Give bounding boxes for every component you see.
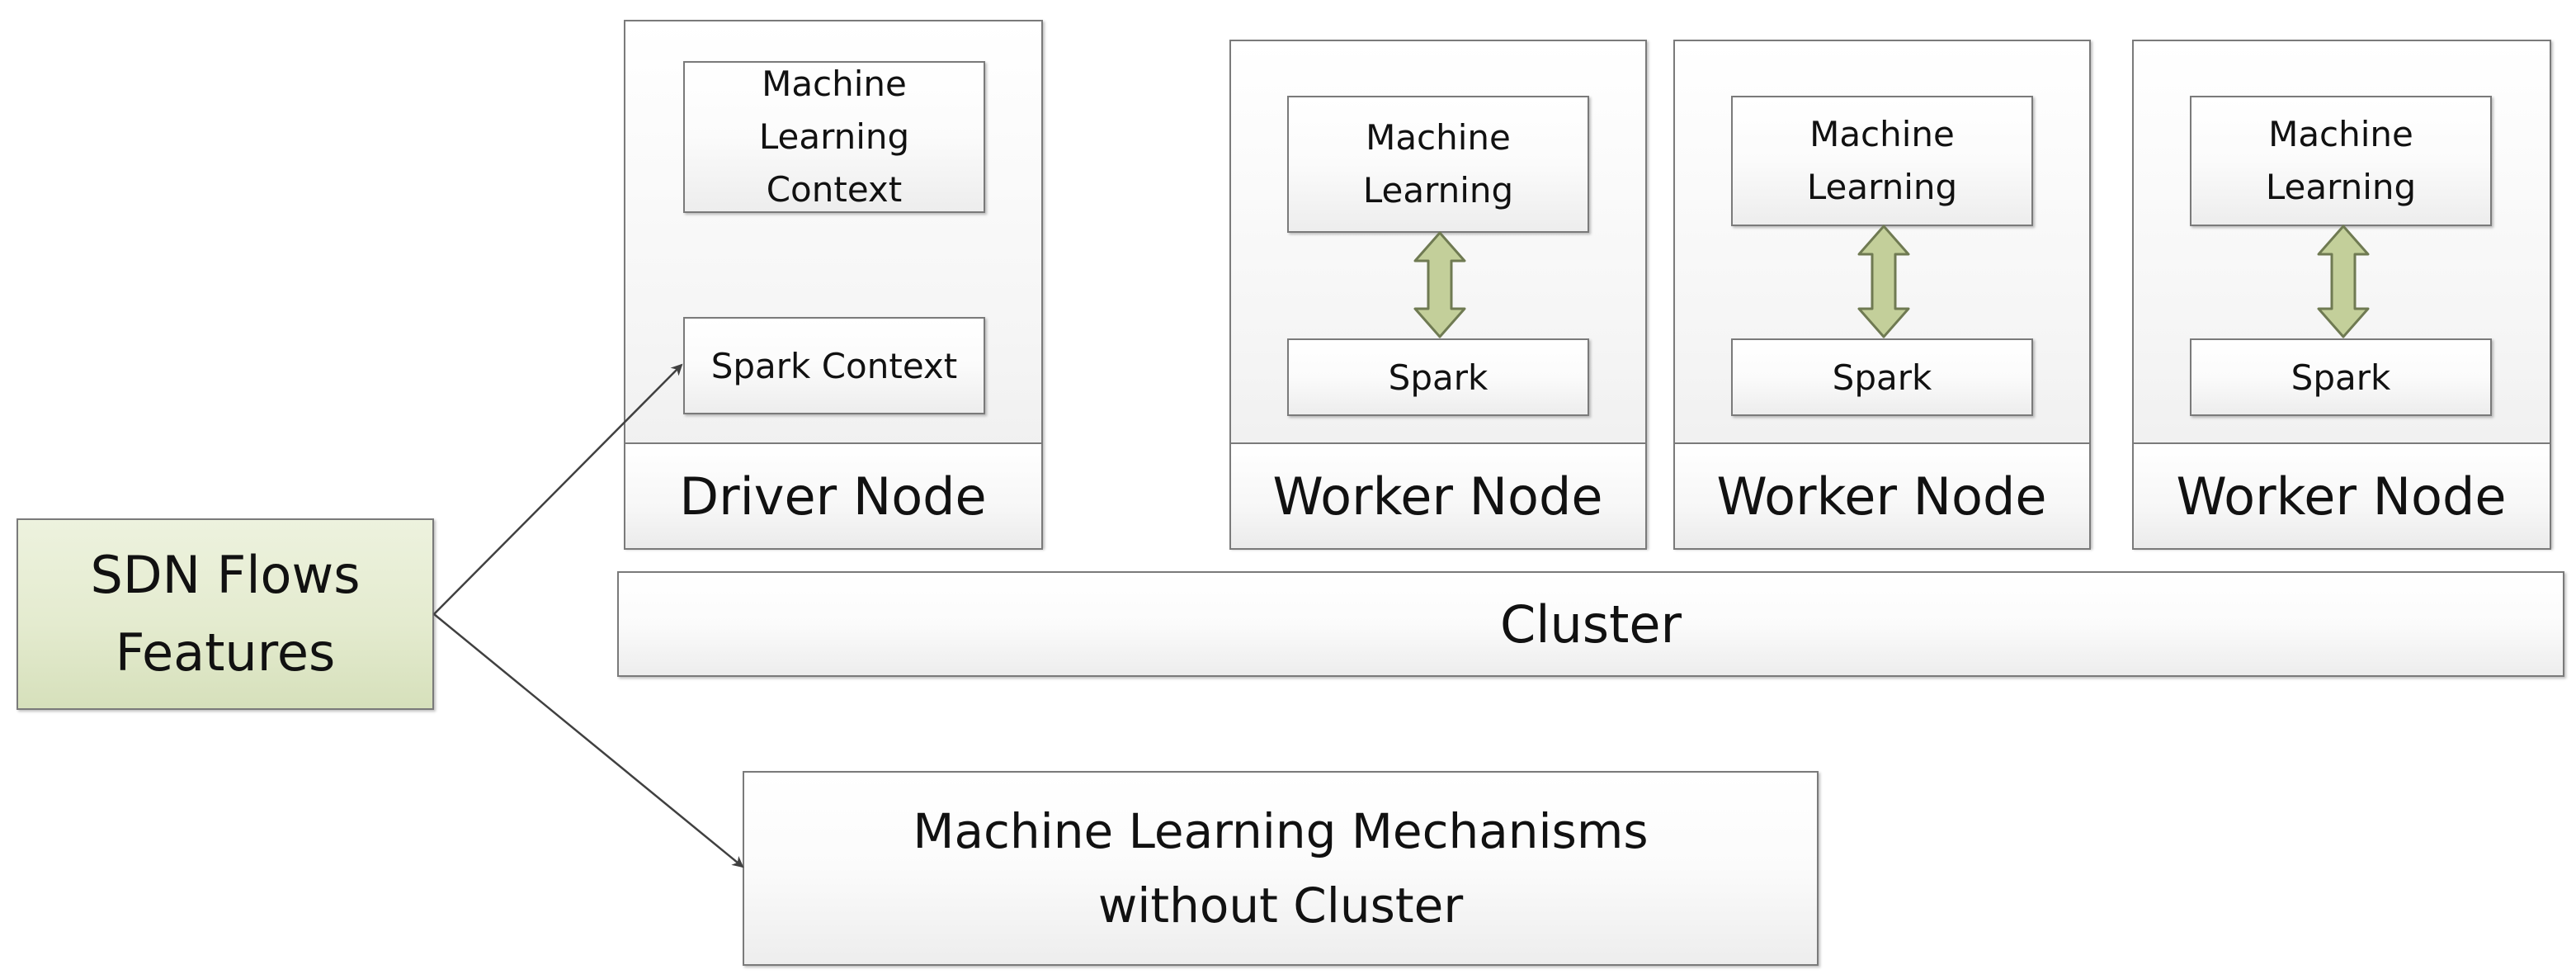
worker-3-ml-line2: Learning: [2265, 167, 2417, 207]
worker-node-2-title-text: Worker Node: [1716, 466, 2047, 527]
worker-3-spark-box: Spark: [2190, 338, 2492, 416]
sdn-flows-label-line2: Features: [115, 622, 336, 683]
sdn-flows-label-line1: SDN Flows: [90, 545, 361, 605]
worker-1-ml-line2: Learning: [1362, 170, 1514, 210]
driver-node-title-text: Driver Node: [679, 466, 987, 527]
driver-ml-context-line1: Machine: [762, 64, 907, 104]
cluster-bar: Cluster: [617, 571, 2564, 677]
worker-3-ml-line1: Machine: [2268, 114, 2413, 154]
driver-ml-context-line2: Learning: [758, 116, 910, 157]
ml-without-cluster-box: Machine Learning Mechanisms without Clus…: [743, 771, 1819, 966]
driver-ml-context-line3: Context: [766, 169, 903, 210]
worker-node-3-title: Worker Node: [2131, 442, 2551, 550]
worker-node-panel-1: Machine Learning Spark Worker Node: [1229, 40, 1647, 550]
driver-spark-context-box: Spark Context: [683, 317, 985, 414]
worker-node-1-title: Worker Node: [1229, 442, 1647, 550]
worker-node-1-title-text: Worker Node: [1272, 466, 1603, 527]
worker-1-spark-box: Spark: [1287, 338, 1589, 416]
worker-2-ml-line2: Learning: [1806, 167, 1958, 207]
worker-node-panel-3: Machine Learning Spark Worker Node: [2131, 40, 2551, 550]
driver-node-title: Driver Node: [623, 442, 1043, 550]
worker-3-spark-label: Spark: [2291, 357, 2391, 398]
cluster-label: Cluster: [1499, 594, 1682, 655]
worker-node-3-title-text: Worker Node: [2176, 466, 2507, 527]
worker-node-panel-2: Machine Learning Spark Worker Node: [1673, 40, 2091, 550]
worker-2-spark-label: Spark: [1832, 357, 1932, 398]
worker-1-spark-label: Spark: [1388, 357, 1489, 398]
driver-node-panel: Machine Learning Context Spark Context D…: [623, 20, 1043, 550]
worker-1-ml-line1: Machine: [1366, 117, 1511, 158]
driver-ml-context-box: Machine Learning Context: [683, 61, 985, 213]
worker-1-ml-box: Machine Learning: [1287, 96, 1589, 233]
worker-2-spark-box: Spark: [1731, 338, 2033, 416]
ml-without-cluster-line2: without Cluster: [1097, 877, 1464, 934]
worker-2-ml-box: Machine Learning: [1731, 96, 2033, 226]
ml-without-cluster-line1: Machine Learning Mechanisms: [913, 803, 1649, 859]
driver-spark-context-label: Spark Context: [710, 345, 958, 386]
sdn-flows-features-box: SDN Flows Features: [17, 518, 434, 710]
worker-2-ml-line1: Machine: [1809, 114, 1955, 154]
worker-3-ml-box: Machine Learning: [2190, 96, 2492, 226]
worker-node-2-title: Worker Node: [1673, 442, 2091, 550]
